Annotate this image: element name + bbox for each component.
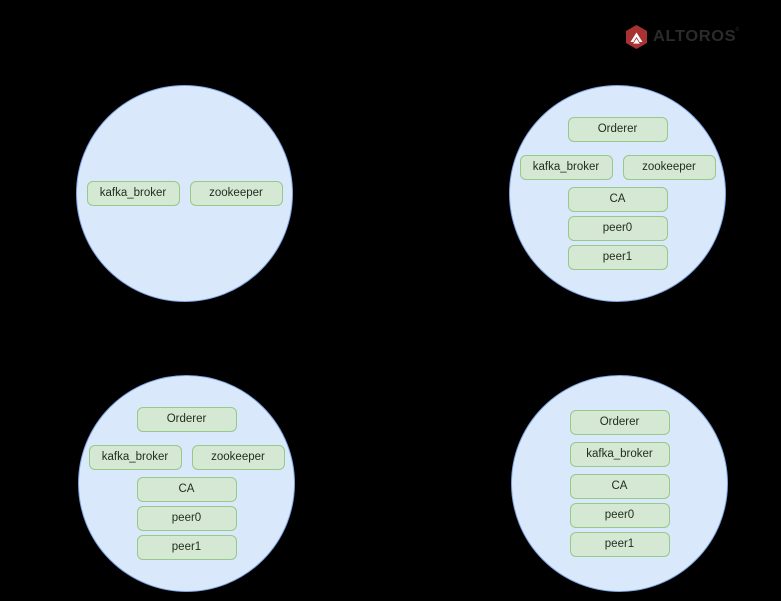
row-peer0: peer0 [79,506,294,531]
component-kafka-broker[interactable]: kafka_broker [88,445,182,470]
node-bottom-right[interactable]: Orderer kafka_broker CA peer0 peer1 [511,375,728,592]
row-orderer: Orderer [512,410,727,435]
component-zookeeper[interactable]: zookeeper [622,155,716,180]
component-peer1[interactable]: peer1 [136,535,237,560]
component-orderer[interactable]: Orderer [567,117,668,142]
node-top-left[interactable]: kafka_broker zookeeper [76,85,293,302]
component-kafka-broker[interactable]: kafka_broker [569,442,670,467]
component-ca[interactable]: CA [569,474,670,499]
node-bottom-left[interactable]: Orderer kafka_broker zookeeper CA peer0 … [78,375,295,592]
row-peer1: peer1 [79,535,294,560]
altoros-wordmark: ALTOROS [653,28,737,46]
component-ca[interactable]: CA [136,477,237,502]
row-peer0: peer0 [510,216,725,241]
row-peer0: peer0 [512,503,727,528]
row-kafka-zookeeper: kafka_broker zookeeper [77,181,292,206]
component-kafka-broker[interactable]: kafka_broker [86,181,180,206]
row-orderer: Orderer [79,407,294,432]
row-orderer: Orderer [510,117,725,142]
row-ca: CA [79,477,294,502]
altoros-logo: ALTOROS ® [625,25,739,49]
component-kafka-broker[interactable]: kafka_broker [519,155,613,180]
row-peer1: peer1 [512,532,727,557]
component-ca[interactable]: CA [567,187,668,212]
row-kafka-zookeeper: kafka_broker zookeeper [510,155,725,180]
row-ca: CA [512,474,727,499]
component-zookeeper[interactable]: zookeeper [191,445,285,470]
component-peer1[interactable]: peer1 [569,532,670,557]
component-peer0[interactable]: peer0 [567,216,668,241]
row-kafka-zookeeper: kafka_broker zookeeper [79,445,294,470]
altoros-hexagon-icon [625,25,648,49]
row-kafka-broker: kafka_broker [512,442,727,467]
component-peer0[interactable]: peer0 [569,503,670,528]
component-orderer[interactable]: Orderer [569,410,670,435]
registered-mark: ® [735,27,740,33]
component-zookeeper[interactable]: zookeeper [189,181,283,206]
node-top-right[interactable]: Orderer kafka_broker zookeeper CA peer0 … [509,85,726,302]
row-peer1: peer1 [510,245,725,270]
component-orderer[interactable]: Orderer [136,407,237,432]
component-peer0[interactable]: peer0 [136,506,237,531]
component-peer1[interactable]: peer1 [567,245,668,270]
row-ca: CA [510,187,725,212]
